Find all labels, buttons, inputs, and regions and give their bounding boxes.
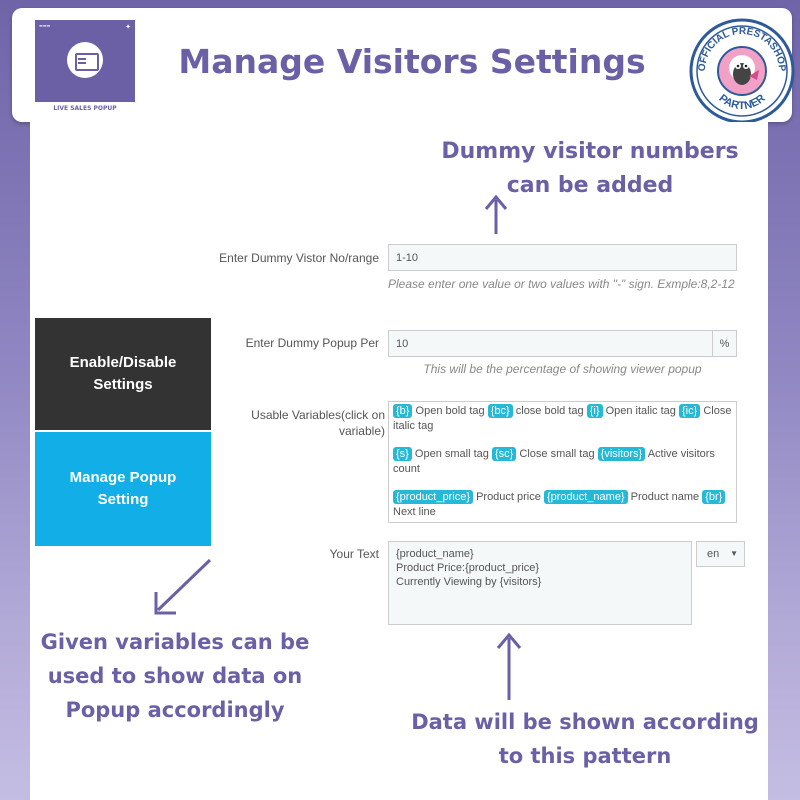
variable-tag-product-name[interactable]: {product_name} [543, 490, 628, 504]
variable-tag-visitors[interactable]: {visitors} [597, 447, 646, 461]
variable-desc: close bold tag [515, 405, 584, 417]
dummy-popup-input[interactable]: 10 [388, 330, 713, 357]
arrow-up-icon [496, 632, 522, 700]
module-logo: ▬▬▬ ✦ [35, 20, 135, 116]
tab-enable-disable-settings[interactable]: Enable/Disable Settings [35, 318, 211, 430]
variable-desc: Open italic tag [605, 405, 676, 417]
variable-desc: Active visitors count [393, 448, 715, 475]
variable-tag-b[interactable]: {b} [393, 404, 413, 418]
variable-tag-i[interactable]: {i} [586, 404, 603, 418]
header-banner: ▬▬▬ ✦ LIVE SALES POPUP Manage Visitors S… [12, 8, 795, 124]
language-value: en [707, 548, 720, 560]
usable-variables-label: Usable Variables(click on variable) [251, 408, 385, 438]
prestashop-partner-badge: OFFICIAL PRESTASHOP PARTNER [689, 18, 795, 124]
caret-down-icon: ▼ [730, 549, 738, 558]
your-text-label: Your Text [329, 547, 379, 561]
variable-tag-product-price[interactable]: {product_price} [393, 490, 473, 504]
variable-desc: Next line [393, 506, 436, 518]
variable-desc: Open small tag [414, 448, 489, 460]
usable-variables-box: {b} Open bold tag {bc} close bold tag {i… [388, 401, 737, 523]
variables-group: {s} Open small tag {sc} Close small tag … [393, 447, 732, 477]
tab-manage-popup-setting[interactable]: Manage Popup Setting [35, 432, 211, 546]
variable-tag-sc[interactable]: {sc} [491, 447, 517, 461]
tab-label: Enable/Disable Settings [69, 354, 177, 393]
dummy-visitor-label: Enter Dummy Vistor No/range [219, 251, 379, 265]
tab-label: Manage Popup Setting [69, 469, 177, 508]
arrow-down-left-icon [154, 558, 212, 615]
popup-window-icon [67, 42, 103, 78]
variable-tag-br[interactable]: {br} [702, 490, 726, 504]
page-title: Manage Visitors Settings [178, 42, 646, 81]
variable-tag-bc[interactable]: {bc} [487, 404, 513, 418]
variable-desc: Open bold tag [415, 405, 485, 417]
callout-pattern: Data will be shown according to this pat… [411, 710, 759, 768]
your-text-textarea[interactable]: {product_name} Product Price:{product_pr… [388, 541, 692, 625]
variables-group: {product_price} Product price {product_n… [393, 490, 732, 520]
language-select[interactable]: en ▼ [696, 541, 745, 567]
variable-desc: Product name [630, 491, 700, 503]
variable-tag-ic[interactable]: {ic} [678, 404, 701, 418]
callout-dummy-visitors: Dummy visitor numbers can be added [441, 139, 739, 198]
badge-bottom-text: PARTNER [716, 92, 767, 112]
callout-variables: Given variables can be used to show data… [40, 630, 310, 722]
logo-label: LIVE SALES POPUP [35, 102, 135, 116]
dummy-popup-label: Enter Dummy Popup Per [245, 336, 379, 350]
dummy-visitor-input[interactable]: 1-10 [388, 244, 737, 271]
logo-mark-icon: ✦ [125, 23, 131, 31]
variable-tag-s[interactable]: {s} [393, 447, 412, 461]
variable-desc: Close italic tag [393, 405, 732, 432]
variable-desc: Product price [476, 491, 541, 503]
percent-addon: % [713, 330, 737, 357]
dummy-popup-help: This will be the percentage of showing v… [423, 362, 702, 376]
arrow-up-icon [484, 194, 508, 234]
dummy-visitor-help: Please enter one value or two values wit… [388, 277, 735, 291]
logo-decoration: ▬▬▬ [39, 23, 51, 28]
variables-group: {b} Open bold tag {bc} close bold tag {i… [393, 404, 732, 434]
variable-desc: Close small tag [519, 448, 595, 460]
